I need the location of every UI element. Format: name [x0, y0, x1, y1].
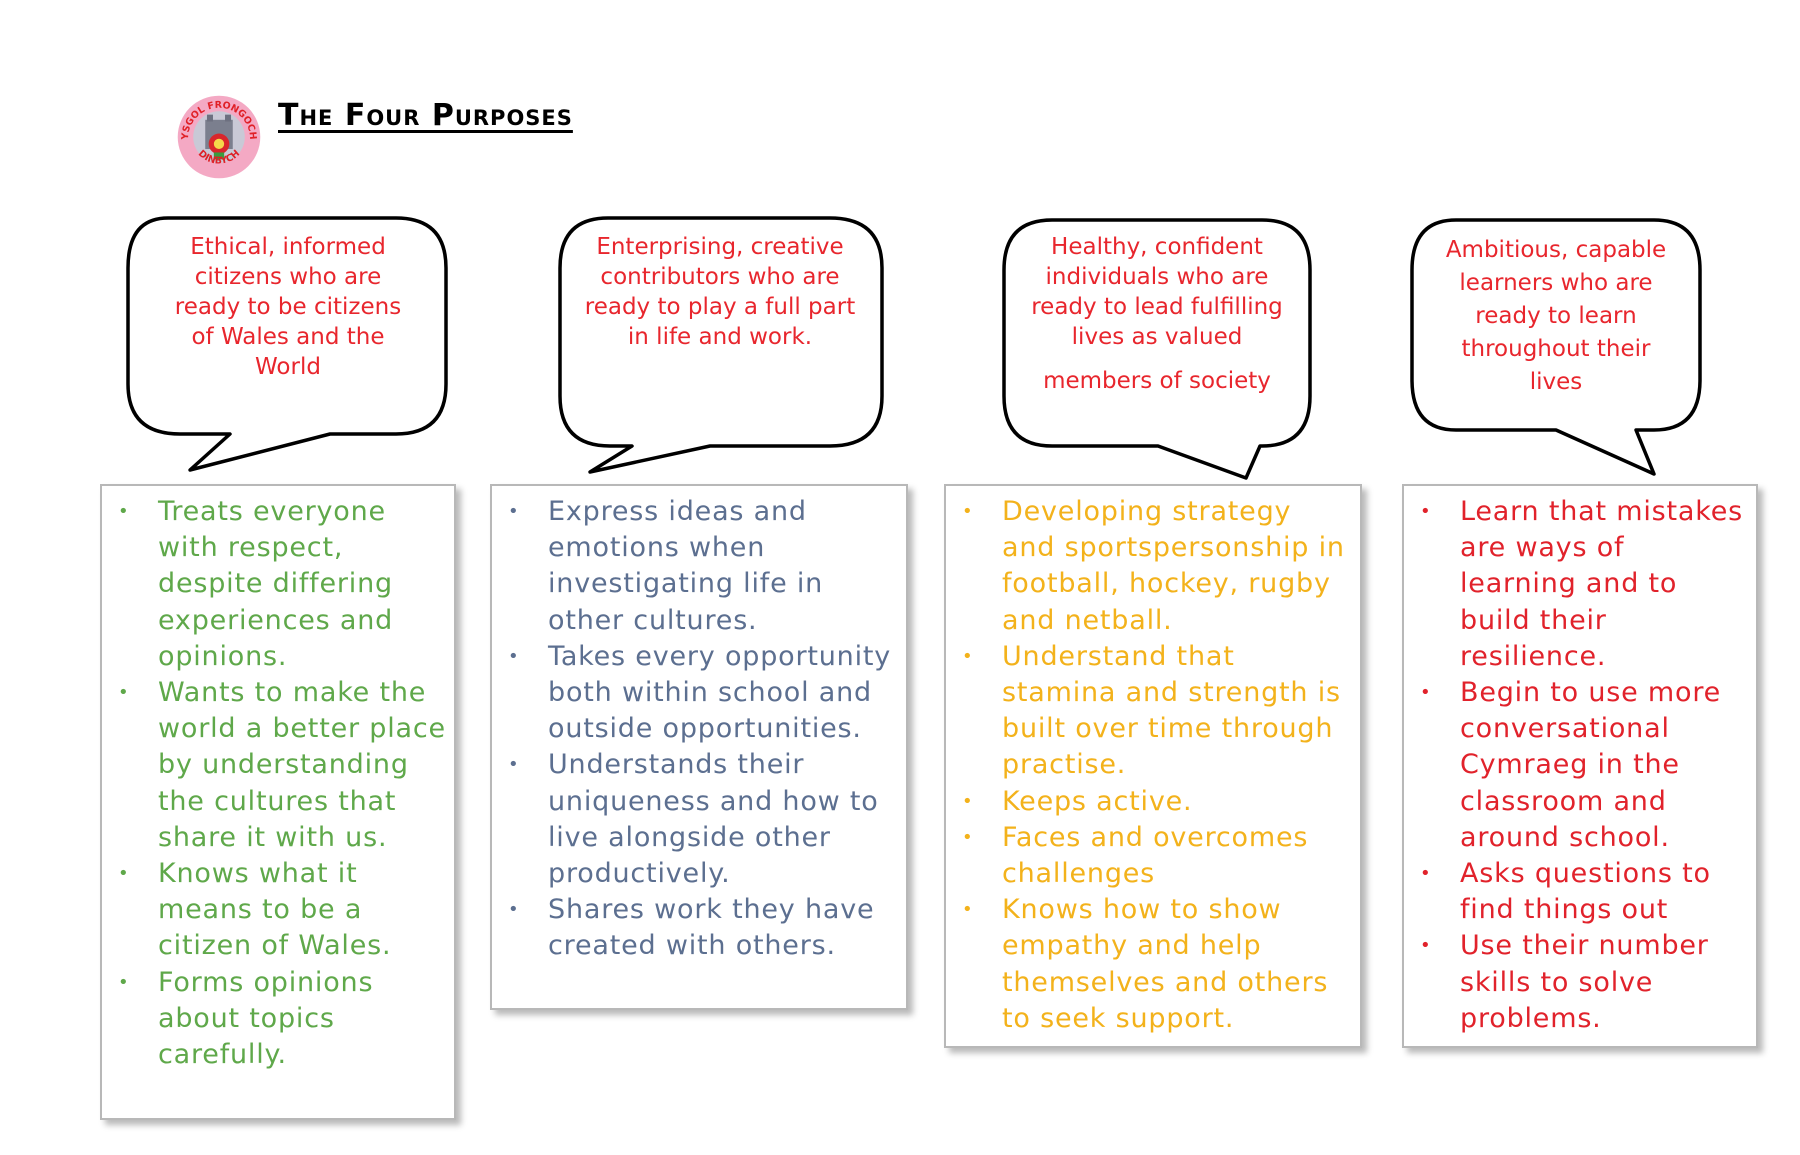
bullet-icon: •	[1420, 935, 1432, 957]
svg-text:DINBYCH: DINBYCH	[196, 148, 242, 167]
bubble-line: ready to lead fulfilling	[1031, 294, 1283, 320]
list-item: •Knows what it means to be a citizen of …	[118, 858, 392, 962]
list-item: •Asks questions to find things out	[1420, 858, 1711, 926]
bullet-icon: •	[962, 899, 974, 921]
bubble-line: throughout their	[1461, 336, 1651, 362]
bubble-text-3: Healthy, confident individuals who are r…	[1008, 232, 1306, 396]
bullet-icon: •	[1420, 501, 1432, 522]
bullet-icon: •	[962, 826, 974, 848]
list-item: •Knows how to show empathy and help them…	[962, 894, 1329, 1034]
bubble-line: Enterprising, creative	[596, 234, 844, 260]
bubble-line: Ethical, informed	[190, 234, 386, 260]
bubble-line: learners who are	[1459, 270, 1653, 296]
logo-text-bottom: DINBYCH	[196, 148, 242, 167]
list-item: •Understand that stamina and strength is…	[962, 640, 1341, 781]
bubble-line: contributors who are	[600, 264, 840, 290]
bubble-text-2: Enterprising, creative contributors who …	[566, 232, 874, 352]
bubble-line: Ambitious, capable	[1445, 237, 1667, 263]
card-healthy-individuals: •Developing strategy and sportspersonshi…	[944, 484, 1362, 1048]
bullet-icon: •	[118, 863, 130, 885]
bubble-line: in life and work.	[627, 324, 813, 350]
list-item: •Learn that mistakes are ways of learnin…	[1420, 496, 1744, 672]
list-item: •Use their number skills to solve proble…	[1420, 930, 1709, 1034]
bullet-icon: •	[508, 645, 520, 667]
bubble-line: of Wales and the	[191, 324, 385, 350]
list-item: •Treats everyone with respect, despite d…	[118, 496, 394, 672]
page-title: The Four Purposes	[278, 98, 573, 133]
bubble-line: lives as valued	[1071, 324, 1243, 350]
bubble-line: lives	[1529, 369, 1583, 395]
bullet-icon: •	[508, 501, 520, 522]
card-enterprising-contributors: •Express ideas and emotions when investi…	[490, 484, 908, 1010]
bubble-line: ready to learn	[1475, 303, 1637, 329]
bullet-icon: •	[1420, 863, 1432, 885]
list-item: •Express ideas and emotions when investi…	[508, 496, 824, 636]
bubble-line: members of society	[1043, 368, 1271, 394]
list-item: •Takes every opportunity both within sch…	[508, 640, 892, 745]
list-item: •Developing strategy and sportspersonshi…	[962, 496, 1345, 636]
bubble-text-4: Ambitious, capable learners who are read…	[1418, 234, 1694, 399]
card-ethical-citizens: •Treats everyone with respect, despite d…	[100, 484, 456, 1120]
list-item: •Understands their uniqueness and how to…	[508, 749, 879, 890]
bullet-icon: •	[508, 754, 520, 776]
bullet-icon: •	[1420, 682, 1432, 704]
bullet-list: •Learn that mistakes are ways of learnin…	[1414, 494, 1748, 1037]
bullet-list: •Developing strategy and sportspersonshi…	[956, 494, 1352, 1037]
card-ambitious-learners: •Learn that mistakes are ways of learnin…	[1402, 484, 1758, 1048]
bubble-line: individuals who are	[1045, 264, 1269, 290]
bullet-list: •Treats everyone with respect, despite d…	[112, 494, 446, 1073]
bullet-icon: •	[118, 501, 130, 522]
bullet-icon: •	[962, 790, 974, 812]
list-item: •Forms opinions about topics carefully.	[118, 966, 374, 1071]
bubble-line: citizens who are	[194, 264, 382, 290]
bubble-line: Healthy, confident	[1051, 234, 1263, 260]
list-item: •Keeps active.	[956, 784, 1352, 820]
bullet-icon: •	[962, 501, 974, 522]
list-item: •Shares work they have created with othe…	[508, 894, 875, 962]
bubble-line: World	[255, 354, 321, 380]
bubble-text-1: Ethical, informed citizens who are ready…	[140, 232, 436, 382]
bubble-line: ready to play a full part	[584, 294, 856, 320]
bullet-icon: •	[508, 899, 520, 921]
bubble-line: ready to be citizens	[174, 294, 402, 320]
bullet-icon: •	[118, 682, 130, 704]
school-logo: YSGOL FRONGOCH DINBYCH	[177, 95, 261, 179]
bullet-icon: •	[118, 971, 130, 993]
list-item: •Begin to use more conversational Cymrae…	[1420, 677, 1722, 853]
list-item: •Faces and overcomes challenges	[962, 821, 1309, 890]
bullet-icon: •	[962, 645, 974, 667]
list-item: •Wants to make the world a better place …	[118, 677, 446, 853]
bullet-list: •Express ideas and emotions when investi…	[502, 494, 898, 965]
